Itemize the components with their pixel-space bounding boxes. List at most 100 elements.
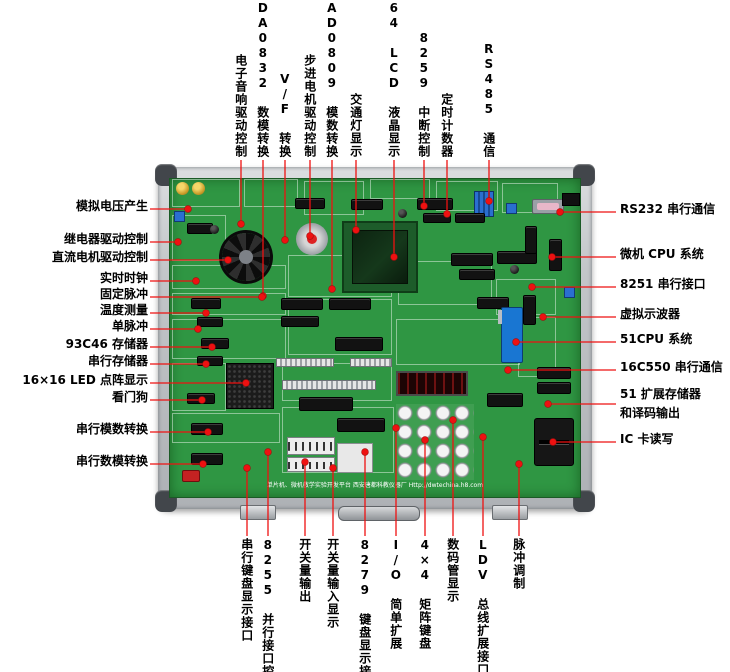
ic-chip <box>330 299 370 309</box>
callout-pc-cpu-system: 微机 CPU 系统 <box>620 247 704 261</box>
callout-temperature: 温度测量 <box>99 303 148 317</box>
callout-traffic-light: 交通灯显示 <box>348 93 363 158</box>
ic-chip <box>550 240 561 270</box>
ic-chip <box>282 299 322 309</box>
ic-chip <box>198 318 222 326</box>
pcb-module-outline <box>370 179 430 199</box>
ic-chip <box>202 339 228 348</box>
ic-chip <box>538 368 570 378</box>
stepper-motor-dial <box>296 223 328 255</box>
lcd-module <box>342 221 418 293</box>
callout-analog-voltage: 模拟电压产生 <box>75 199 148 213</box>
callout-timer-counter: 定时计数器 <box>439 93 454 158</box>
power-port <box>562 193 580 206</box>
board-footer-text: 单片机、微机教学实验开发平台 西安唐都科教仪器厂 Http://dwtechin… <box>266 482 484 489</box>
matrix-keypad <box>396 404 474 480</box>
seven-segment-display <box>396 371 468 396</box>
callout-serial-adc: 串行模数转换 <box>75 422 148 436</box>
switch-block <box>337 443 373 473</box>
callout-audio-drive: 电子音响驱动控制 <box>233 54 248 158</box>
callout-16c550: 16C550 串行通信 <box>620 360 723 374</box>
pin-header-strip <box>350 358 392 367</box>
trimpot <box>174 211 185 222</box>
callout-io-expansion: I/O 简单扩展 <box>388 538 403 650</box>
pcb-module-outline <box>172 363 226 411</box>
ic-chip <box>498 252 536 263</box>
callout-ad0809-adc: AD0809 模数转换 <box>324 1 339 158</box>
pcb-module-outline <box>304 181 364 215</box>
callout-dc-motor: 直流电机驱动控制 <box>51 250 148 264</box>
ic-chip <box>526 227 536 253</box>
ic-chip <box>452 254 492 265</box>
callout-watchdog: 看门狗 <box>111 390 148 404</box>
ic-card-reader <box>534 418 574 466</box>
ic-chip <box>300 398 352 410</box>
ic-chip <box>192 299 220 308</box>
ic-chip <box>338 419 384 431</box>
ic-chip <box>418 199 452 209</box>
callout-da0832-dac: DA0832 数模转换 <box>255 1 270 158</box>
pin-header-strip <box>282 380 376 390</box>
zif-socket <box>498 307 523 363</box>
trimpot <box>564 287 575 298</box>
pcb-module-outline <box>172 293 286 315</box>
ic-chip <box>192 454 222 464</box>
ic-chip <box>296 199 324 208</box>
callout-8259-interrupt: 8259 中断控制 <box>416 31 431 158</box>
callout-switch-output: 开关量输出 <box>297 538 312 603</box>
callout-8251-serial: 8251 串行接口 <box>620 277 706 291</box>
capacitor <box>510 265 519 274</box>
dc-motor-fan <box>222 233 270 281</box>
callout-ic-card: IC 卡读写 <box>620 432 674 446</box>
callout-relay-drive: 继电器驱动控制 <box>63 232 148 246</box>
ic-chip <box>424 214 450 222</box>
lcd-screen <box>352 230 408 284</box>
callout-fixed-pulse: 固定脉冲 <box>99 287 148 301</box>
callout-pulse-modulation: 脉冲调制 <box>511 538 526 590</box>
callout-rs485: RS485 通信 <box>481 42 496 158</box>
ic-chip <box>460 270 494 279</box>
dip-switch-bank <box>287 437 335 455</box>
ic-chip <box>524 296 535 324</box>
callout-51cpu-system: 51CPU 系统 <box>620 332 693 346</box>
case-latch <box>492 505 528 520</box>
callout-switch-input-display: 开关量输入显示 <box>325 538 340 629</box>
pcb-module-outline <box>172 319 286 359</box>
callout-seven-segment-display: 数码管显示 <box>445 538 460 603</box>
ic-chip <box>282 317 318 326</box>
callout-8255-parallel: 8255 并行接口控制 <box>260 538 275 672</box>
callout-bus-expansion: LDV 总线扩展接口 <box>475 538 490 672</box>
callout-virtual-oscilloscope: 虚拟示波器 <box>620 307 681 321</box>
callout-93c46-memory: 93C46 存储器 <box>65 337 148 351</box>
db9-serial-connector <box>532 199 564 214</box>
callout-51-expansion-memory: 51 扩展存储器 <box>620 387 701 401</box>
pcb-module-outline <box>172 413 280 443</box>
callout-rs232: RS232 串行通信 <box>620 202 716 216</box>
callout-vf-converter: V/F 转换 <box>277 72 292 158</box>
callout-8279-keyboard-display: 8279 键盘显示接口 <box>357 538 372 672</box>
callout-serial-memory: 串行存储器 <box>87 354 148 368</box>
callout-lcd-display: 128X64 LCD 液晶显示 <box>386 0 401 158</box>
callout-stepper-motor: 步进电机驱动控制 <box>302 54 317 158</box>
power-switch <box>182 470 200 482</box>
callout-rtc: 实时时钟 <box>99 271 148 285</box>
callout-single-pulse: 单脉冲 <box>111 319 148 333</box>
trimpot <box>506 203 517 214</box>
ic-chip <box>336 338 382 350</box>
callout-led-matrix: 16×16 LED 点阵显示 <box>22 373 148 387</box>
callout-decode-output: 和译码输出 <box>620 406 681 420</box>
binding-post <box>176 182 189 195</box>
experiment-case: 单片机、微机教学实验开发平台 西安唐都科教仪器厂 Http://dwtechin… <box>155 164 595 512</box>
ic-chip <box>456 214 484 222</box>
case-handle <box>338 506 420 521</box>
ic-chip <box>192 424 222 434</box>
capacitor <box>210 225 219 234</box>
pcb-module-outline <box>244 179 298 207</box>
ic-chip <box>188 394 214 403</box>
case-latch <box>240 505 276 520</box>
capacitor <box>398 209 407 218</box>
ic-chip <box>352 200 382 209</box>
ic-chip <box>188 224 212 233</box>
dip-switch-bank <box>287 457 335 472</box>
